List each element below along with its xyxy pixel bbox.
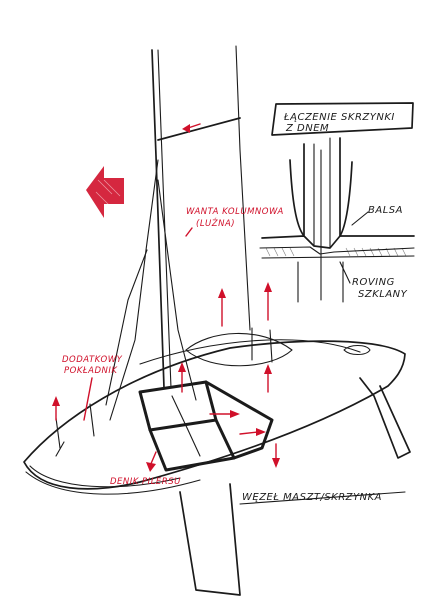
main-boat-sketch: WANTA KOLUMNOWA (LUŹNA) DODATKOWY POKŁAD… xyxy=(23,45,411,596)
dodatkowy-label-line1: DODATKOWY xyxy=(62,355,123,365)
shroud-left xyxy=(109,159,159,421)
force-arrow-6 xyxy=(239,431,259,435)
arrowhead-4 xyxy=(52,396,60,406)
stern-hatch xyxy=(343,344,371,356)
roving-label-line1: ROVING xyxy=(352,277,395,288)
roving-label-line2: SZKLANY xyxy=(358,289,408,300)
column-shroud xyxy=(105,249,148,406)
inset-title-line1: ŁĄCZENIE SKRZYNKI xyxy=(283,112,395,123)
inset-title-box xyxy=(271,102,414,136)
hull-sheer xyxy=(29,465,181,488)
boom xyxy=(157,117,241,141)
keel xyxy=(179,483,241,596)
roving-leader xyxy=(339,261,351,284)
dodatkowy-leader xyxy=(83,377,93,421)
mast-box-rear xyxy=(204,380,274,460)
inset-title-line2: Z DNEM xyxy=(285,123,329,134)
mast-box-inner xyxy=(171,395,201,457)
arrowhead-5 xyxy=(230,410,240,418)
deck-line xyxy=(139,339,361,365)
wanta-label-line2: (LUŹNA) xyxy=(196,217,235,229)
direction-arrow xyxy=(86,166,124,218)
balsa-hatching xyxy=(265,247,407,257)
balsa-label: BALSA xyxy=(368,205,403,216)
hull-layer-mid xyxy=(259,246,415,255)
arrowhead-3 xyxy=(264,364,272,374)
coaming-post-2 xyxy=(269,329,273,363)
stanchion-1 xyxy=(55,417,61,449)
wanta-leader xyxy=(185,227,193,237)
stanchion-2 xyxy=(89,403,95,437)
direction-arrow-hatching xyxy=(95,179,121,207)
fillet-left xyxy=(289,159,305,237)
hull-layer-bottom xyxy=(261,255,415,259)
mast-box-top xyxy=(138,380,218,432)
hull-outline xyxy=(23,340,406,490)
boom-arrowhead xyxy=(182,124,190,133)
bow-fitting xyxy=(55,441,65,457)
fillet-right xyxy=(339,161,353,237)
balsa-leader xyxy=(351,211,369,226)
arrowhead-1 xyxy=(264,282,272,292)
denik-label: DENIK PILERSU xyxy=(110,477,181,487)
arrowhead-8 xyxy=(178,362,186,372)
hull-chine xyxy=(25,471,201,495)
rudder xyxy=(359,377,411,459)
wezel-label: WĘZEŁ MASZT/SKRZYNKA xyxy=(242,492,382,503)
denik-arrowhead xyxy=(146,462,156,472)
mast-back xyxy=(157,49,172,389)
arrowhead-7 xyxy=(272,458,280,468)
arrowhead-6 xyxy=(256,428,266,436)
hull-layer-top xyxy=(261,235,415,249)
mast-front xyxy=(151,49,165,389)
arrowhead-2 xyxy=(218,288,226,298)
wanta-label-line1: WANTA KOLUMNOWA xyxy=(186,207,284,217)
shroud-right xyxy=(157,179,197,401)
joint-detail-inset: ŁĄCZENIE SKRZYNKI Z DNEM xyxy=(259,102,415,303)
wezel-underline xyxy=(239,491,406,505)
sail-leech xyxy=(235,45,251,331)
cockpit-coaming xyxy=(185,332,293,367)
mast-box-side xyxy=(148,418,236,472)
dodatkowy-label-line2: POKŁADNIK xyxy=(64,366,118,376)
